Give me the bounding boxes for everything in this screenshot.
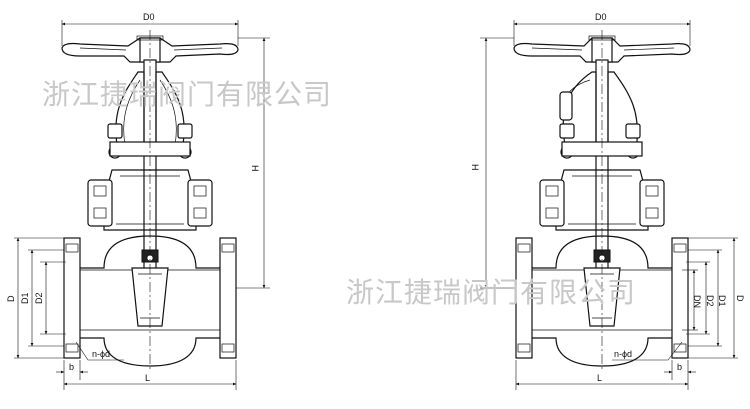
left-bonnet [87,169,213,231]
right-label-d: D [735,295,745,302]
watermark-bottom-right: 浙江捷瑞阀门有限公司 [346,276,636,309]
left-valve-view: D0 H D D1 D2 n-ϕd b L [6,12,270,390]
right-label-d2: D2 [705,295,715,307]
right-label-h: H [470,164,480,171]
left-label-b: b [69,362,74,372]
watermark-top-left: 浙江捷瑞阀门有限公司 [42,78,332,111]
left-body [63,235,237,367]
right-label-l: L [597,373,602,383]
left-label-d0: D0 [143,12,155,22]
right-dimensions [480,20,738,390]
right-label-d0: D0 [595,12,607,22]
right-label-dn: DN [692,295,702,308]
right-label-d1: D1 [717,295,727,307]
left-label-l: L [145,373,150,383]
left-label-h: H [250,165,260,172]
right-label-b: b [677,362,682,372]
right-body [515,235,689,367]
right-valve-view: D0 H D D1 D2 DN n-ϕd b L [470,12,745,390]
left-dimensions [14,20,270,390]
left-label-d1: D1 [20,292,30,304]
left-label-d: D [6,295,16,302]
left-label-d2: D2 [34,292,44,304]
right-label-holes: n-ϕd [614,349,632,359]
left-label-holes: n-ϕd [92,349,110,359]
